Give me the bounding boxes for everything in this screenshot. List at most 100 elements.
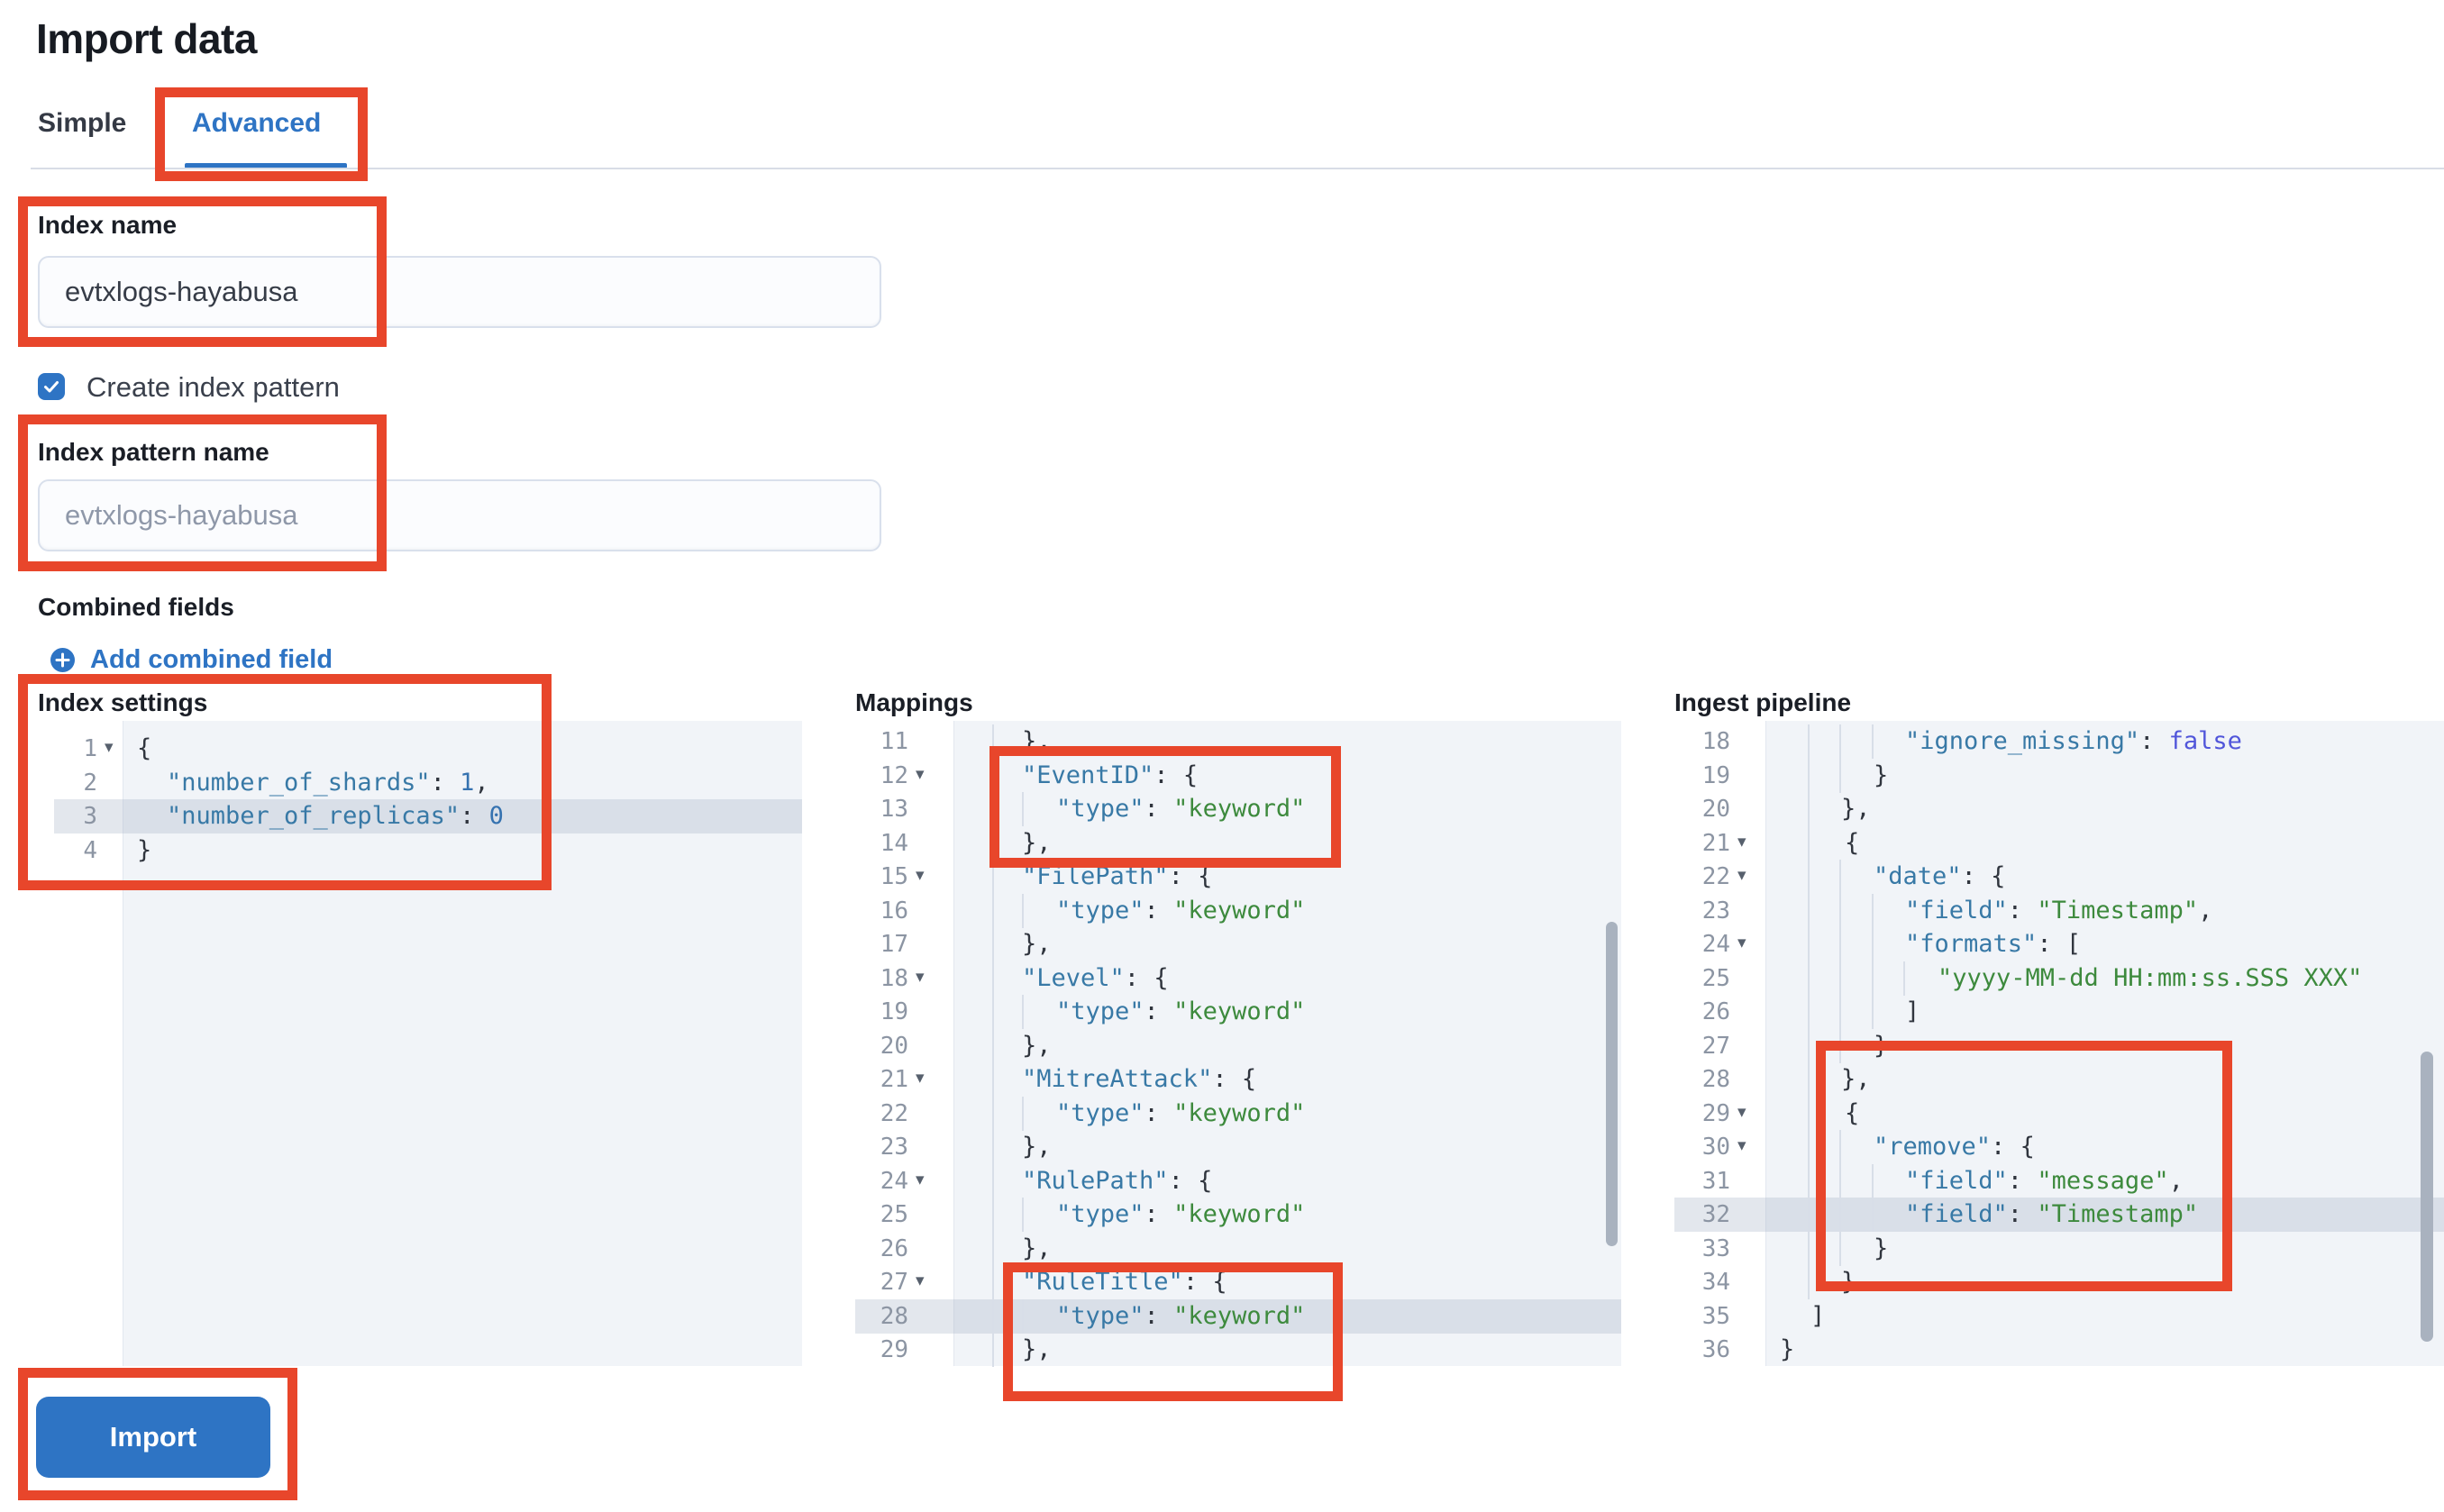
indent-guide <box>1839 927 1841 961</box>
indent-guide <box>992 1096 994 1131</box>
add-combined-field-link[interactable]: Add combined field <box>90 645 333 674</box>
line-number: 19 <box>1701 761 1730 789</box>
code-line: "FilePath": { <box>1022 862 1213 890</box>
mappings-editor[interactable]: 11},12▾"EventID": {13"type": "keyword"14… <box>855 721 1621 1367</box>
code-line: "date": { <box>1874 862 2006 890</box>
import-button[interactable]: Import <box>36 1397 270 1478</box>
indent-guide <box>992 1062 994 1097</box>
code-line: "type": "keyword" <box>1056 795 1306 823</box>
indent-guide <box>1808 724 1810 759</box>
code-line: { <box>137 734 152 762</box>
indent-guide <box>992 860 994 894</box>
line-number: 28 <box>1701 1066 1730 1093</box>
fold-arrow-icon[interactable]: ▾ <box>105 738 114 757</box>
line-number: 17 <box>880 931 908 958</box>
line-number: 29 <box>1701 1099 1730 1127</box>
line-number: 23 <box>1701 897 1730 925</box>
index-settings-editor-label: Index settings <box>38 688 208 716</box>
active-tab-underline <box>185 163 347 169</box>
indent-guide <box>1808 1198 1810 1232</box>
indent-guide <box>1872 893 1874 928</box>
fold-arrow-icon[interactable]: ▾ <box>1737 832 1746 852</box>
code-line: "type": "keyword" <box>1056 1301 1306 1330</box>
fold-arrow-icon[interactable]: ▾ <box>916 866 925 885</box>
line-number: 23 <box>880 1134 908 1161</box>
code-line: "type": "keyword" <box>1056 896 1306 925</box>
code-line: "formats": [ <box>1905 930 2082 958</box>
tab-advanced[interactable]: Advanced <box>192 108 322 138</box>
fold-arrow-icon[interactable]: ▾ <box>916 1170 925 1189</box>
gutter-separator <box>953 721 954 1366</box>
fold-arrow-icon[interactable]: ▾ <box>916 967 925 987</box>
indent-guide <box>992 893 994 928</box>
index-name-label: Index name <box>38 211 178 239</box>
line-number: 36 <box>1701 1336 1730 1363</box>
fold-arrow-icon[interactable]: ▾ <box>916 1271 925 1290</box>
indent-guide <box>1022 995 1024 1029</box>
code-line: "remove": { <box>1874 1133 2035 1161</box>
indent-guide <box>1872 1163 1874 1198</box>
code-line: } <box>1874 761 1889 789</box>
line-number: 28 <box>880 1302 908 1330</box>
fold-arrow-icon[interactable]: ▾ <box>1737 1136 1746 1155</box>
code-line: "RulePath": { <box>1022 1166 1213 1195</box>
code-line: }, <box>1022 828 1052 857</box>
indent-guide <box>1903 961 1905 996</box>
indent-guide <box>1808 1130 1810 1164</box>
indent-guide <box>1839 961 1841 996</box>
indent-guide <box>1808 1265 1810 1299</box>
code-line: "field": "Timestamp" <box>1905 1200 2199 1228</box>
code-line: "field": "Timestamp", <box>1905 896 2213 925</box>
indent-guide <box>1808 1163 1810 1198</box>
fold-arrow-icon[interactable]: ▾ <box>1737 866 1746 885</box>
indent-guide <box>1839 1231 1841 1266</box>
indent-guide <box>992 1163 994 1198</box>
indent-guide <box>992 927 994 961</box>
code-line: }, <box>1841 795 1871 823</box>
code-line: ] <box>1810 1301 1826 1330</box>
code-line: "type": "keyword" <box>1056 1098 1306 1127</box>
plus-circle-icon[interactable] <box>50 648 75 672</box>
line-number: 26 <box>1701 998 1730 1025</box>
line-number: 25 <box>880 1201 908 1228</box>
indent-guide <box>1808 995 1810 1029</box>
mappings-editor-label: Mappings <box>855 688 973 716</box>
indent-guide <box>1839 995 1841 1029</box>
line-number: 24 <box>1701 931 1730 958</box>
code-line: }, <box>1022 727 1052 755</box>
code-line: "field": "message", <box>1905 1166 2184 1195</box>
indent-guide <box>992 1333 994 1367</box>
page-title: Import data <box>36 15 257 62</box>
indent-guide <box>1022 1298 1024 1334</box>
vertical-scrollbar-thumb[interactable] <box>2421 1052 2433 1342</box>
fold-arrow-icon[interactable]: ▾ <box>916 764 925 784</box>
tab-simple[interactable]: Simple <box>38 108 127 138</box>
fold-arrow-icon[interactable]: ▾ <box>1737 934 1746 952</box>
index-settings-editor[interactable]: 1▾{2"number_of_shards": 1,3"number_of_re… <box>54 721 802 1366</box>
line-number: 29 <box>880 1336 908 1363</box>
create-index-pattern-checkbox[interactable] <box>38 373 65 400</box>
indent-guide <box>992 995 994 1029</box>
code-line: "MitreAttack": { <box>1022 1065 1257 1093</box>
vertical-scrollbar-thumb[interactable] <box>1606 922 1618 1246</box>
code-line: "RuleTitle": { <box>1022 1268 1227 1296</box>
code-line: "yyyy-MM-dd HH:mm:ss.SSS XXX" <box>1938 963 2363 992</box>
line-number: 22 <box>1701 863 1730 890</box>
indent-guide <box>1022 792 1024 826</box>
gutter-separator <box>1765 721 1766 1366</box>
code-line: } <box>137 835 152 864</box>
indent-guide <box>1022 1198 1024 1232</box>
code-line: } <box>1780 1335 1795 1363</box>
indent-guide <box>1839 1163 1841 1198</box>
code-line: } <box>1874 1234 1889 1262</box>
fold-arrow-icon[interactable]: ▾ <box>1737 1102 1746 1122</box>
indent-guide <box>1872 1198 1874 1232</box>
index-pattern-name-input[interactable] <box>38 479 881 551</box>
index-name-input[interactable] <box>38 256 881 328</box>
fold-arrow-icon[interactable]: ▾ <box>916 1069 925 1088</box>
line-number: 13 <box>880 796 908 823</box>
line-number: 21 <box>1701 829 1730 857</box>
code-area <box>954 721 1621 1366</box>
indent-guide <box>1839 724 1841 759</box>
